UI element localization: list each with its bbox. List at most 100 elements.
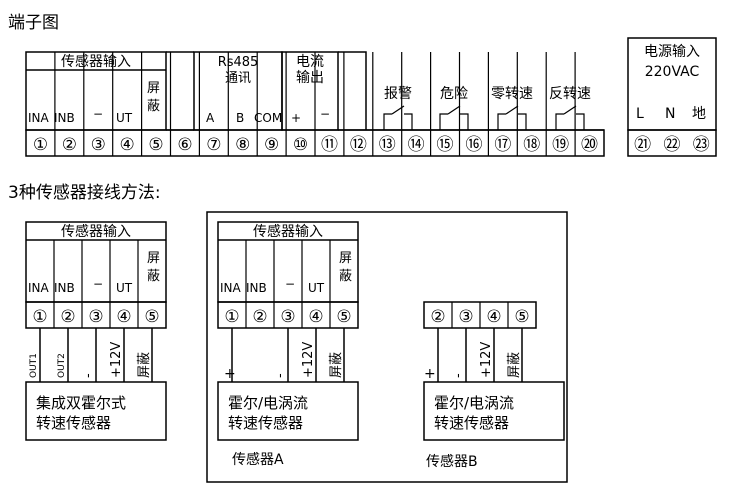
d2-shield-2: 蔽 — [339, 269, 352, 284]
terminal-4: ④ — [308, 307, 323, 327]
danger-label: 危险 — [440, 86, 468, 102]
terminal-15: ⑮ — [437, 135, 454, 155]
comm-label: 通讯 — [225, 71, 251, 86]
d2-ut-label: UT — [308, 281, 325, 295]
current-plus-label: + — [291, 111, 301, 125]
d1-wire-12v: +12V — [109, 342, 124, 378]
ut-label: UT — [116, 111, 133, 125]
terminal-1: ② — [430, 307, 445, 327]
terminal-16: ⑯ — [465, 135, 482, 155]
d3-sensor-box — [423, 381, 565, 441]
terminal-3: ③ — [88, 307, 103, 327]
d1-shield-2: 蔽 — [147, 269, 160, 284]
current-label: 电流 — [296, 54, 324, 70]
d2-sensor-box — [217, 381, 359, 441]
d3-wire-plus: + — [424, 366, 436, 382]
d2-ina-label: INA — [220, 281, 242, 295]
d2-minus-label: − — [285, 277, 295, 291]
terminal-13: ⑬ — [379, 135, 396, 155]
d2-wire-minus: - — [273, 373, 288, 378]
d2-sensor-input-label: 传感器输入 — [253, 223, 323, 240]
terminal-18: ⑱ — [523, 135, 540, 155]
terminal-10: ⑩ — [293, 135, 308, 155]
power-earth-label: 地 — [692, 106, 706, 122]
methods-title: 3种传感器接线方法: — [8, 183, 161, 203]
terminal-2: ② — [60, 307, 75, 327]
terminal-1: ㉑ — [634, 135, 651, 155]
terminal-5: ⑤ — [148, 135, 163, 155]
d2-wire-12v: +12V — [301, 342, 316, 378]
power-input-label: 电源输入 — [644, 44, 700, 60]
terminal-3: ③ — [91, 135, 106, 155]
d2-wire-plus: + — [224, 366, 236, 382]
ina-label: INA — [28, 111, 50, 125]
terminal-11: ⑪ — [321, 135, 338, 155]
d3-wire-minus: - — [451, 373, 466, 378]
rs485-label: Rs485 — [218, 55, 259, 70]
d1-wire-shield: 屏蔽 — [137, 352, 152, 378]
terminal-2: ② — [252, 307, 267, 327]
terminal-1: ① — [32, 307, 47, 327]
inb-label: INB — [54, 111, 75, 125]
terminal-2: ② — [62, 135, 77, 155]
terminal-9: ⑨ — [264, 135, 279, 155]
power-terminal-strip — [627, 129, 717, 157]
terminal-3: ③ — [280, 307, 295, 327]
d1-wire-out1: OUT1 — [29, 353, 39, 378]
page-title: 端子图 — [8, 13, 59, 33]
d2-sensor-line1: 霍尔/电涡流 — [228, 394, 308, 412]
d1-wire-minus: - — [81, 373, 96, 378]
terminal-8: ⑧ — [235, 135, 250, 155]
terminal-7: ⑦ — [206, 135, 221, 155]
minus-label: − — [93, 107, 103, 121]
d1-sensor-line2: 转速传感器 — [36, 414, 111, 432]
terminal-19: ⑲ — [552, 135, 569, 155]
d1-minus-label: − — [93, 277, 103, 291]
d2-shield-1: 屏 — [339, 251, 352, 266]
terminal-12: ⑫ — [350, 135, 367, 155]
d3-sensor-line1: 霍尔/电涡流 — [434, 394, 514, 412]
terminal-4: ④ — [120, 135, 135, 155]
d1-sensor-box — [25, 381, 167, 441]
alarm-label: 报警 — [384, 86, 412, 102]
terminal-3: ④ — [486, 307, 501, 327]
d1-ina-label: INA — [28, 281, 50, 295]
relay-contacts — [383, 105, 585, 130]
d1-sensor-line1: 集成双霍尔式 — [36, 394, 126, 412]
output-label: 输出 — [296, 70, 324, 86]
terminal-17: ⑰ — [494, 135, 511, 155]
power-voltage-label: 220VAC — [645, 64, 700, 80]
terminal-4: ⑤ — [514, 307, 529, 327]
terminal-1: ① — [33, 135, 48, 155]
d3-wire-12v: +12V — [479, 342, 494, 378]
power-n-label: N — [665, 106, 675, 122]
main-terminal-block: 传感器输入 Rs485 通讯 电流 输出 INA INB − UT 屏 蔽 A … — [25, 51, 605, 157]
shield-label-1: 屏 — [147, 81, 160, 96]
current-minus-label: − — [320, 107, 330, 121]
terminal-5: ⑤ — [336, 307, 351, 327]
d1-wire-out2: OUT2 — [57, 353, 67, 378]
rs485-b-label: B — [236, 111, 244, 125]
terminal-2: ③ — [458, 307, 473, 327]
rs485-com-label: COM — [254, 111, 282, 125]
d1-ut-label: UT — [116, 281, 133, 295]
terminal-4: ④ — [116, 307, 131, 327]
d2-sensor-line2: 转速传感器 — [228, 414, 303, 432]
d1-shield-1: 屏 — [147, 251, 160, 266]
sensor-b-label: 传感器B — [426, 453, 478, 470]
terminal-5: ⑤ — [144, 307, 159, 327]
terminal-2: ㉒ — [663, 135, 680, 155]
d3-wire-shield: 屏蔽 — [507, 352, 522, 378]
zero-speed-label: 零转速 — [491, 86, 533, 102]
terminal-14: ⑭ — [408, 135, 425, 155]
terminal-1: ① — [224, 307, 239, 327]
power-l-label: L — [636, 106, 644, 122]
